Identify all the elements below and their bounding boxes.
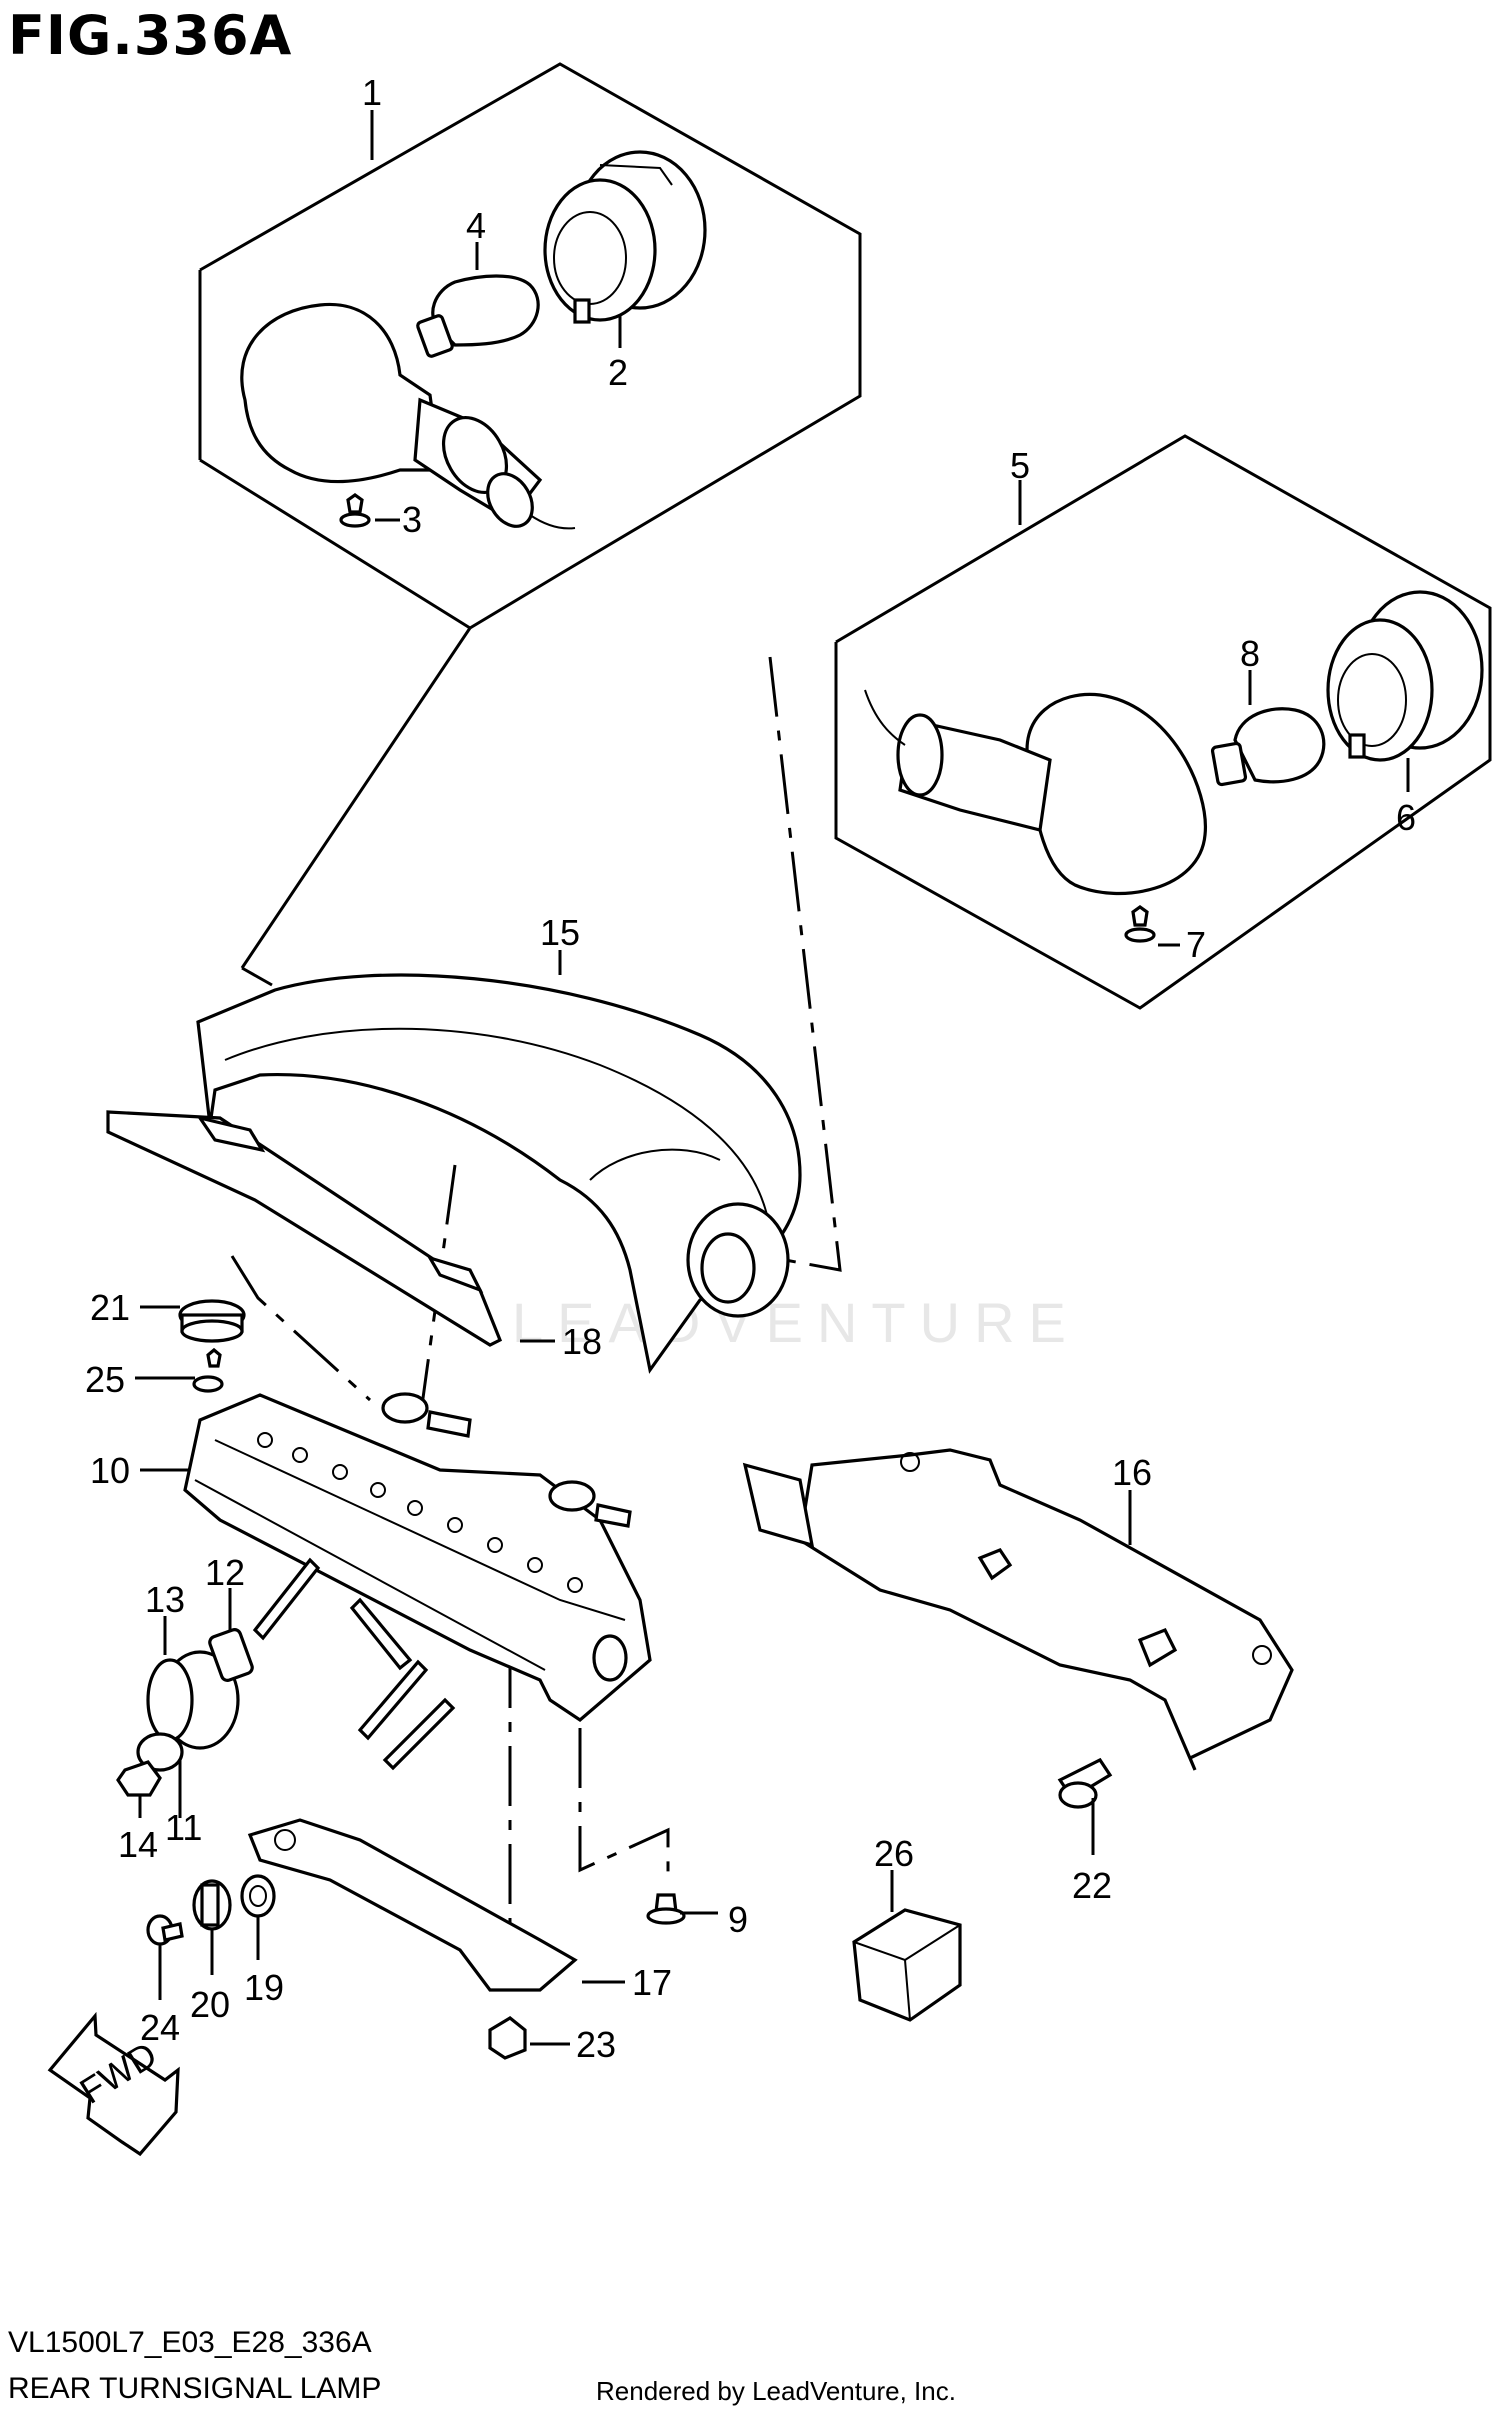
small-fasteners: [146, 1874, 686, 2060]
callout-16: 16: [1112, 1452, 1152, 1493]
callout-20: 20: [190, 1984, 230, 2025]
callout-7: 7: [1186, 924, 1206, 965]
right-turnsignal-group: [834, 434, 1492, 1010]
stay-17: [247, 1818, 578, 1992]
callout-26: 26: [874, 1833, 914, 1874]
callout-11: 11: [165, 1807, 202, 1848]
left-turnsignal-group: [198, 62, 862, 630]
rear-fender: [196, 973, 802, 1374]
callout-numbers: 1 2 3 4 5 6 7 8 9 10 11 12 13 14 15 16 1…: [85, 72, 1416, 2065]
threaded-studs: [252, 1557, 456, 1771]
callout-4: 4: [466, 205, 486, 246]
bracket-holes: [257, 1432, 583, 1593]
grommet-screw: [178, 1299, 246, 1393]
callout-18: 18: [562, 1321, 602, 1362]
callout-8: 8: [1240, 633, 1260, 674]
callout-15: 15: [540, 912, 580, 953]
license-plate-bracket: [742, 1448, 1294, 1771]
callout-2: 2: [608, 352, 628, 393]
callout-10: 10: [90, 1450, 130, 1491]
fwd-arrow: FWD: [47, 2011, 180, 2157]
callout-19: 19: [244, 1967, 284, 2008]
callout-3: 3: [402, 499, 422, 540]
callout-14: 14: [118, 1824, 158, 1865]
callout-25: 25: [85, 1359, 125, 1400]
leader-lines: [135, 110, 1410, 2046]
figure-title: FIG.336A: [8, 4, 293, 67]
render-credit: Rendered by LeadVenture, Inc.: [596, 2376, 956, 2406]
rubber-mount: [116, 1628, 254, 1797]
callout-21: 21: [90, 1287, 130, 1328]
watermark: LEADVENTURE: [512, 1291, 1080, 1354]
callout-24: 24: [140, 2007, 180, 2048]
callout-13: 13: [145, 1579, 185, 1620]
callout-5: 5: [1010, 445, 1030, 486]
lamp-bracket: [183, 1392, 652, 1723]
relay-26: [852, 1908, 962, 2022]
callout-22: 22: [1072, 1865, 1112, 1906]
figure-name: REAR TURNSIGNAL LAMP: [8, 2372, 382, 2405]
callout-9: 9: [728, 1899, 748, 1940]
figure-code: VL1500L7_E03_E28_336A: [8, 2326, 372, 2359]
connector-22: [1057, 1757, 1113, 1809]
trim-strip: [106, 1110, 503, 1347]
callout-23: 23: [576, 2024, 616, 2065]
callout-6: 6: [1396, 797, 1416, 838]
callout-12: 12: [205, 1552, 245, 1593]
callout-1: 1: [362, 72, 382, 113]
callout-17: 17: [632, 1962, 672, 2003]
